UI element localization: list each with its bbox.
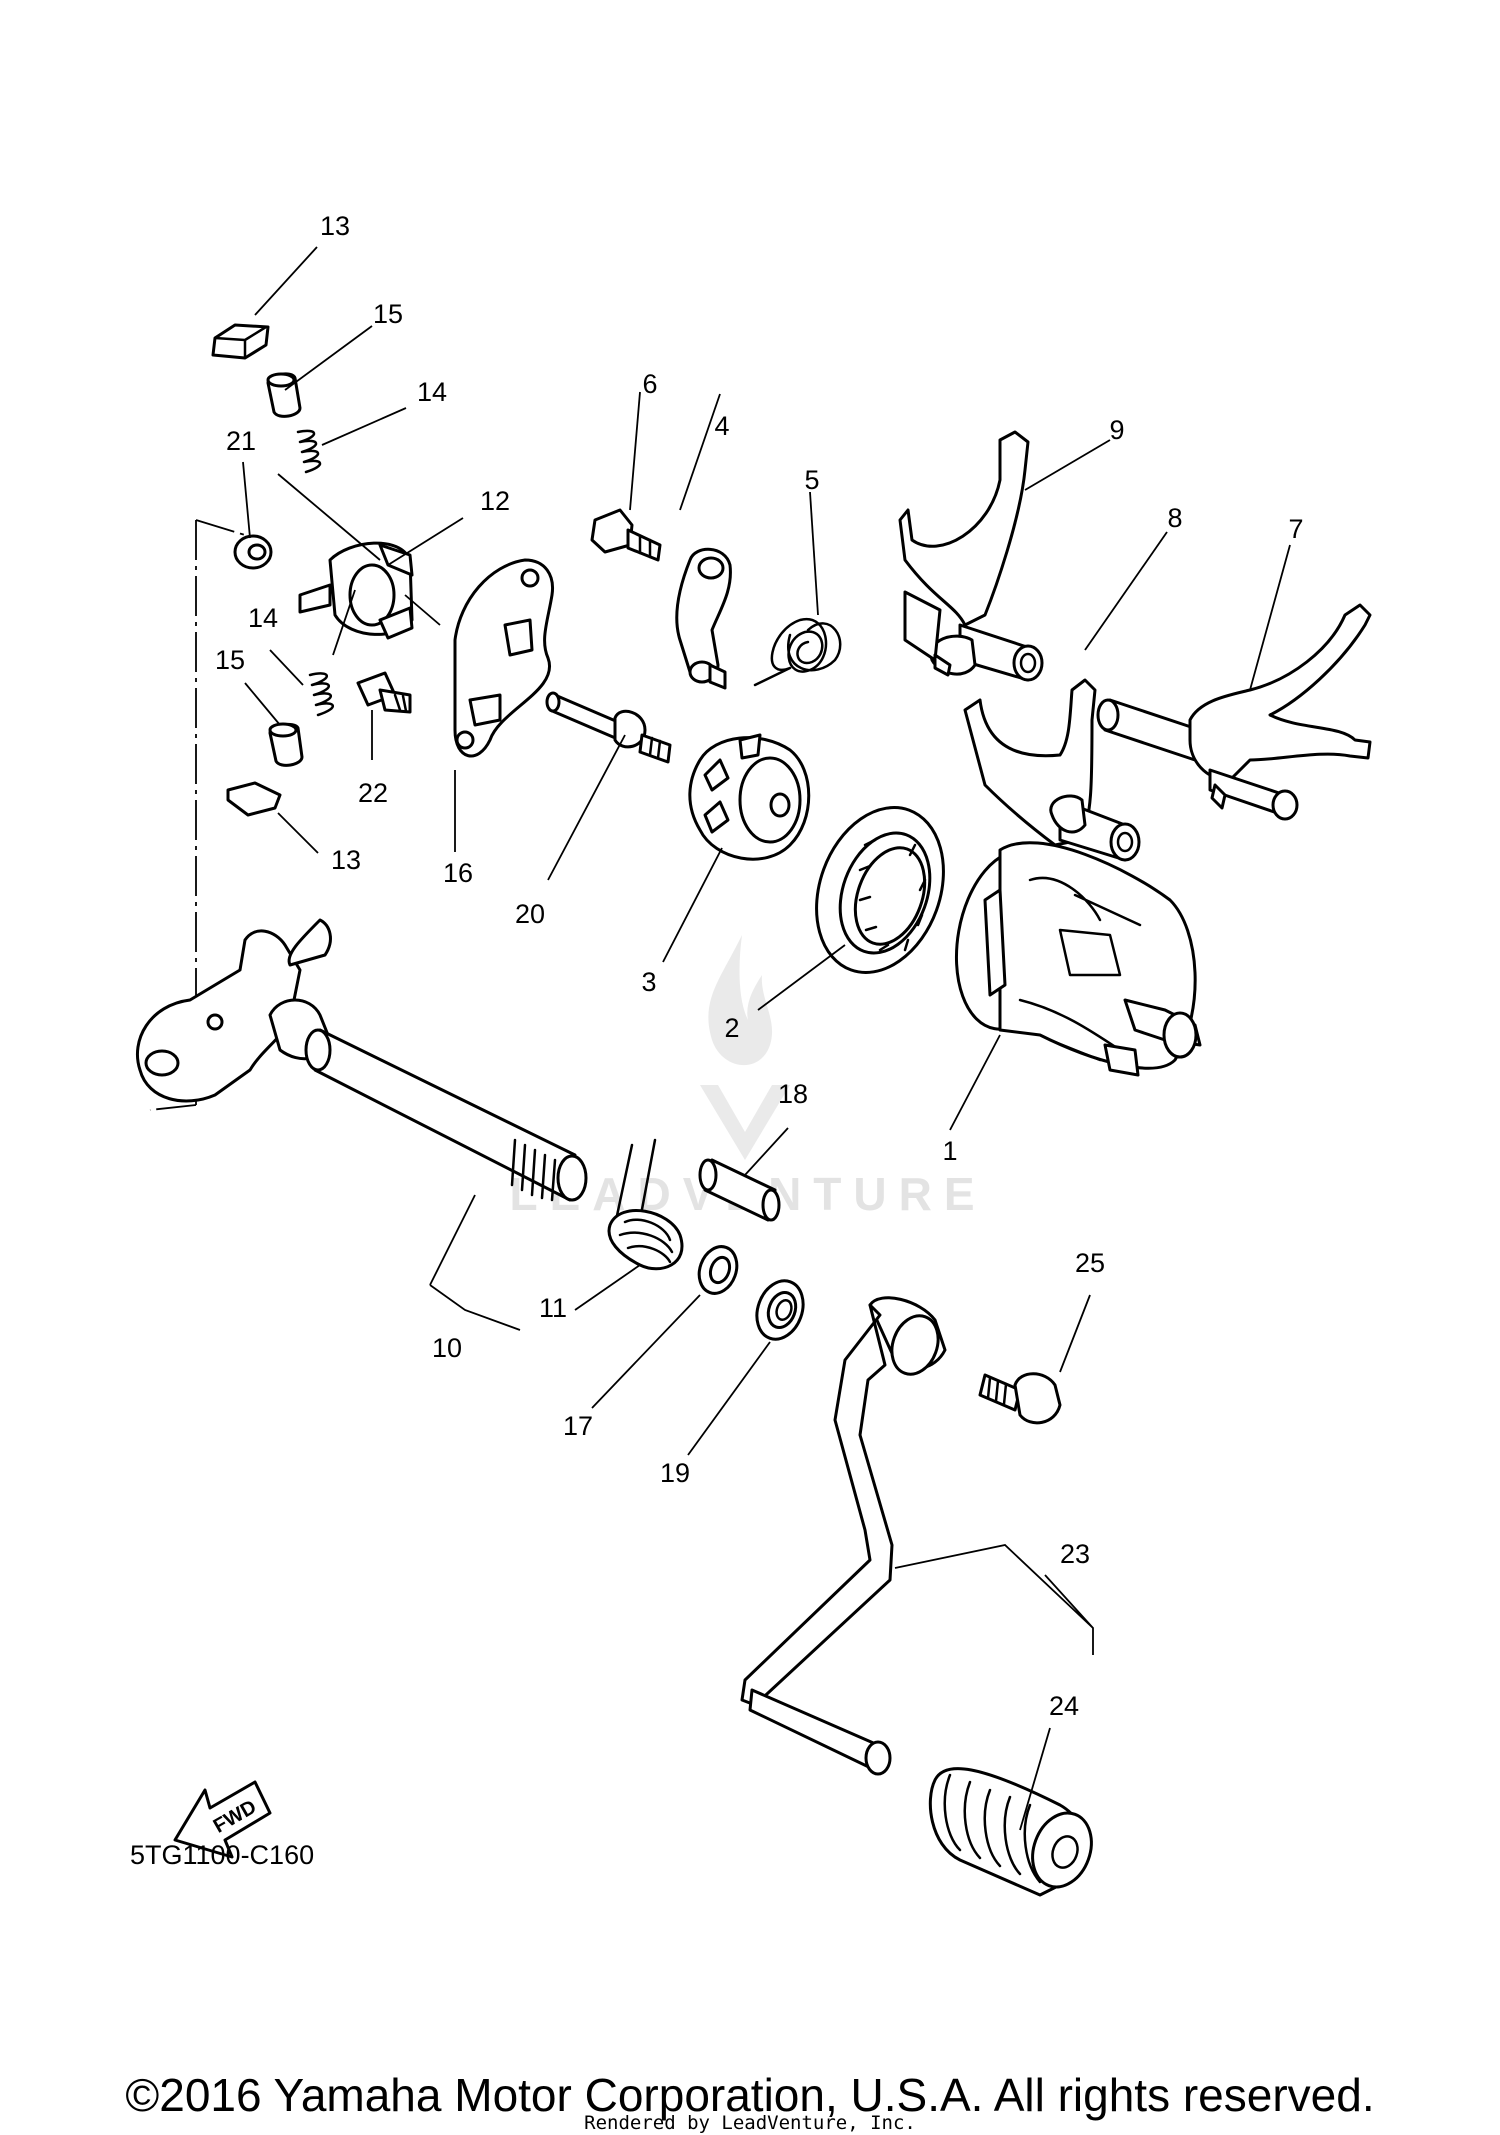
part-12-segment <box>298 541 414 640</box>
callout-21: 21 <box>226 426 256 456</box>
copyright-notice: ©2016 Yamaha Motor Corporation, U.S.A. A… <box>125 2069 1375 2121</box>
callout-25: 25 <box>1075 1248 1105 1278</box>
part-20-shaft <box>545 691 672 764</box>
part-16-plate <box>453 558 555 758</box>
rendered-by-text: Rendered by LeadVenture, Inc. <box>584 2112 916 2134</box>
callout-11: 11 <box>539 1293 567 1323</box>
callout-18: 18 <box>778 1079 808 1109</box>
callout-15: 15 <box>215 645 245 675</box>
callout-2: 2 <box>724 1013 739 1043</box>
part-1-shift-drum <box>954 841 1202 1077</box>
part-25-bolt <box>978 1372 1062 1425</box>
part-21-washer <box>233 534 273 570</box>
part-22-screw <box>356 671 412 714</box>
part-3-segment <box>688 733 811 861</box>
part-13-key-top <box>211 323 270 360</box>
part-19-seal <box>755 1279 805 1341</box>
callout-20: 20 <box>515 899 545 929</box>
callout-15: 15 <box>373 299 403 329</box>
callout-3: 3 <box>641 967 656 997</box>
callout-6: 6 <box>642 369 657 399</box>
callout-23: 23 <box>1060 1539 1090 1569</box>
callout-8: 8 <box>1167 503 1182 533</box>
callout-10: 10 <box>432 1333 462 1363</box>
part-11-spring <box>607 1138 684 1271</box>
part-18-pin <box>698 1158 781 1222</box>
part-2-bearing <box>815 806 945 974</box>
diagram-code: 5TG1100-C160 <box>130 1840 315 1870</box>
callout-4: 4 <box>714 411 729 441</box>
callout-labels: 13 15 14 21 12 14 15 13 22 16 6 4 5 20 3… <box>215 211 1304 1721</box>
part-24-pedal-rubber <box>928 1767 1093 1897</box>
callout-24: 24 <box>1049 1691 1079 1721</box>
part-7-fork <box>1096 603 1372 821</box>
part-4-lever <box>675 547 732 690</box>
callout-13: 13 <box>320 211 350 241</box>
callout-22: 22 <box>358 778 388 808</box>
callout-17: 17 <box>563 1411 593 1441</box>
callout-9: 9 <box>1109 415 1124 445</box>
part-17-washer <box>697 1245 739 1295</box>
callout-14: 14 <box>248 603 278 633</box>
part-14-spring-top <box>296 429 322 474</box>
part-14-spring-lower <box>308 672 334 717</box>
part-23-pedal <box>740 1296 947 1776</box>
callout-1: 1 <box>942 1136 957 1166</box>
callout-19: 19 <box>660 1458 690 1488</box>
part-15-pin-top <box>266 372 302 418</box>
callout-7: 7 <box>1288 514 1303 544</box>
callout-14: 14 <box>417 377 447 407</box>
part-9-fork <box>898 430 1044 682</box>
part-6-bolt <box>590 508 662 562</box>
part-10-shift-shaft <box>135 918 588 1202</box>
part-8-fork <box>963 678 1141 862</box>
callout-12: 12 <box>480 486 510 516</box>
part-5-spring <box>753 617 842 687</box>
callout-16: 16 <box>443 858 473 888</box>
callout-5: 5 <box>804 465 819 495</box>
part-15-pin-lower <box>268 722 304 767</box>
part-13-key-lower <box>226 781 282 817</box>
leader-lines <box>242 246 1291 1831</box>
callout-13: 13 <box>331 845 361 875</box>
